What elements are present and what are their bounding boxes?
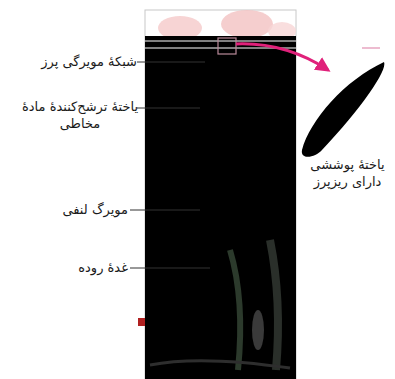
leader-line xyxy=(137,62,205,63)
cell-border xyxy=(145,41,296,42)
vessel-mark xyxy=(138,318,145,326)
part-label: شبکهٔ مویرگی پرز xyxy=(0,53,137,70)
illustration-frame xyxy=(145,10,296,379)
leader-line xyxy=(137,108,200,109)
intestinal-gland xyxy=(270,240,278,370)
part-label: یاختهٔ ترشح‌کنندهٔ مادهٔ مخاطی xyxy=(20,98,140,132)
part-label: غدهٔ روده xyxy=(0,259,128,276)
microvilli xyxy=(362,47,380,49)
intestinal-gland xyxy=(230,250,240,370)
villus-tip xyxy=(221,10,273,38)
zoom-arrow xyxy=(236,44,328,70)
gland-cell xyxy=(252,310,264,350)
part-label: مویرگ لنفی xyxy=(0,201,128,218)
leader-line xyxy=(130,210,200,211)
part-label: یاختهٔ پوششی دارای ریزپرز xyxy=(300,156,395,190)
leader-line xyxy=(130,268,210,269)
zoom-square xyxy=(218,38,236,54)
villus-body xyxy=(145,36,296,379)
muscle-layer xyxy=(150,361,290,368)
epithelial-cell xyxy=(302,62,385,157)
